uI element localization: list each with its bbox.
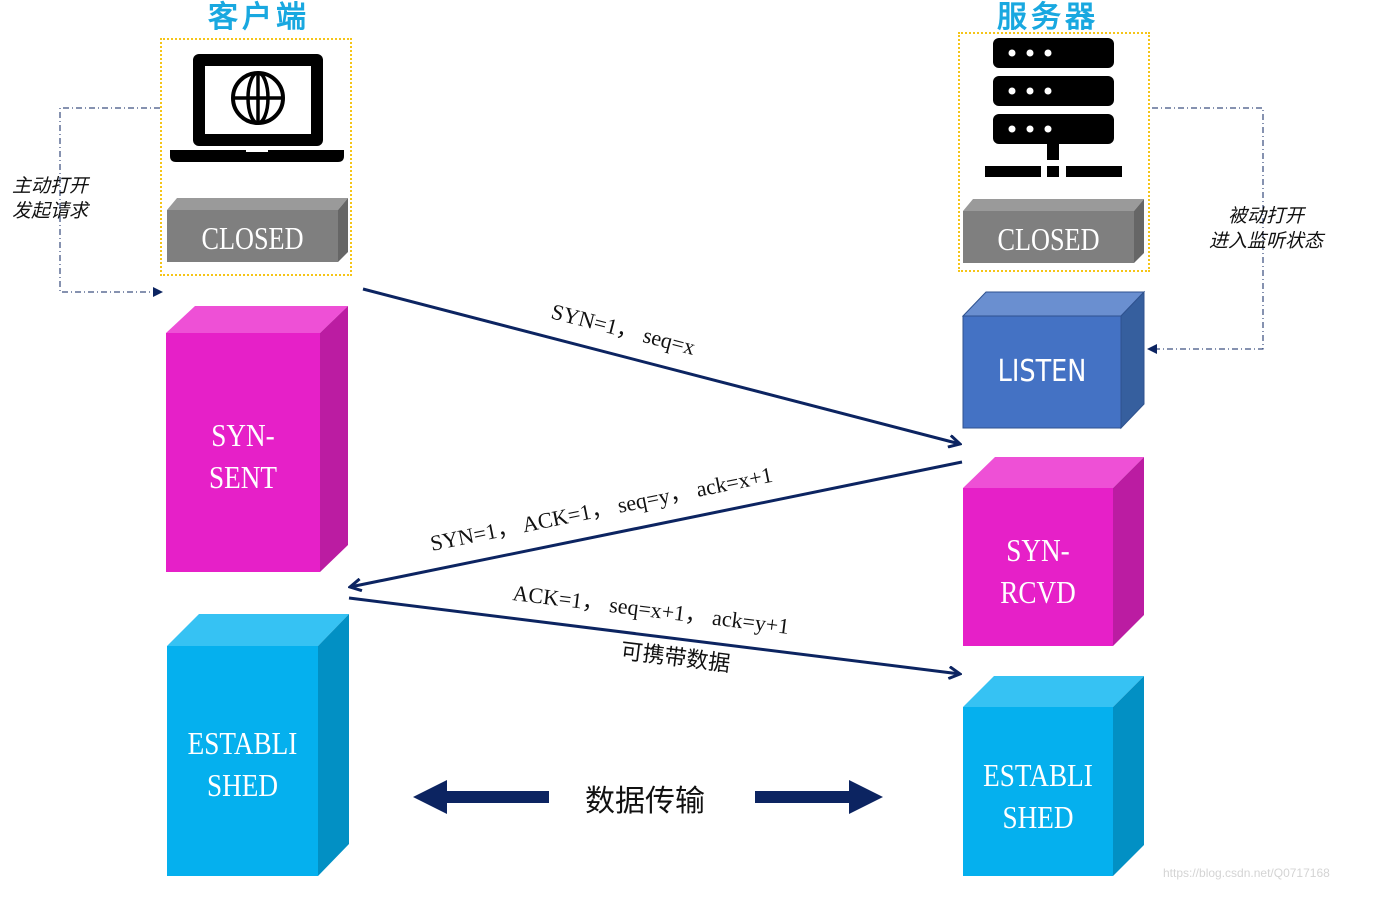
data-transfer-right-arrow [755,780,883,814]
ack-message-label: ACK=1， seq=x+1， ack=y+1 [511,580,790,639]
server-open-note: 被动打开 进入监听状态 [1196,204,1336,254]
server-open-note-line-2: 进入监听状态 [1208,230,1323,252]
syn-rcvd-label: SYN- RCVD [974,529,1102,613]
syn-sent-line-1: SYN- [211,417,275,453]
syn-sent-line-2: SENT [208,459,277,495]
server-frame [958,32,1150,272]
ack-arrow [348,596,960,674]
server-established-label: ESTABLI SHED [969,754,1107,838]
syn-sent-label: SYN- SENT [178,414,309,498]
client-established-label: ESTABLI SHED [172,722,312,806]
client-open-connector [59,107,163,297]
client-frame [160,38,352,276]
client-established-line-1: ESTABLI [187,725,298,761]
client-open-note-line-2: 发起请求 [12,200,89,222]
syn-sent-box [166,306,348,572]
server-established-box [963,676,1144,876]
server-rack-icon [985,38,1122,177]
client-established-box [167,614,349,876]
server-closed-label: CLOSED [997,221,1100,257]
syn-ack-arrow [350,460,963,587]
server-established-line-1: ESTABLI [983,757,1093,793]
client-open-note: 主动打开 发起请求 [12,174,88,224]
client-title: 客户端 [208,0,310,35]
client-closed-label: CLOSED [201,220,304,256]
data-transfer-label: 数据传输 [585,784,705,819]
syn-ack-message-label: SYN=1， ACK=1， seq=y， ack=x+1 [428,462,775,556]
server-title: 服务器 [997,0,1099,35]
client-closed-box [167,198,348,262]
syn-rcvd-line-2: RCVD [1000,574,1076,610]
syn-rcvd-line-1: SYN- [1006,532,1070,568]
server-open-note-line-1: 被动打开 [1227,205,1304,227]
client-established-line-2: SHED [206,767,279,803]
syn-rcvd-box [963,457,1144,646]
server-open-connector [1147,107,1264,354]
listen-label: LISTEN [997,354,1087,389]
data-transfer-left-arrow [413,780,549,814]
server-established-line-2: SHED [1002,799,1074,835]
laptop-globe-icon [170,54,344,162]
syn-message-label: SYN=1， seq=x [549,299,698,360]
listen-box [961,290,1146,430]
syn-arrow [362,287,960,444]
watermark: https://blog.csdn.net/Q0717168 [1163,866,1330,880]
server-closed-box [963,199,1144,263]
client-open-note-line-1: 主动打开 [12,175,89,197]
